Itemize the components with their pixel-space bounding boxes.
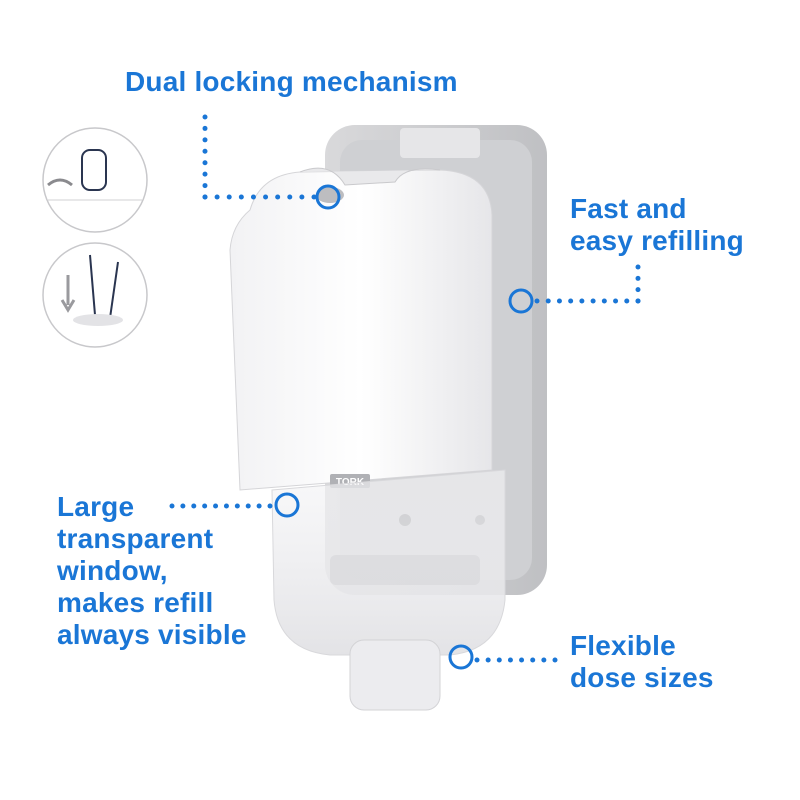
connector-dot bbox=[311, 194, 317, 200]
locking-marker bbox=[315, 184, 341, 210]
callout-refilling: Fast and easy refilling bbox=[570, 193, 744, 257]
connector-dot bbox=[202, 171, 208, 177]
brand-text: TORK bbox=[336, 477, 365, 488]
connector-dot bbox=[202, 160, 208, 166]
connector-dot bbox=[256, 503, 262, 509]
transparent-window bbox=[271, 469, 506, 656]
connector-dot bbox=[519, 657, 525, 663]
connector-dot bbox=[202, 114, 208, 120]
connector-dot bbox=[234, 503, 240, 509]
callout-dose: Flexible dose sizes bbox=[570, 630, 714, 694]
connector-dot bbox=[541, 657, 547, 663]
connector-dot bbox=[635, 298, 641, 304]
connector-dot bbox=[496, 657, 502, 663]
connector-dot bbox=[601, 298, 607, 304]
refilling-marker bbox=[508, 288, 534, 314]
connector-dot bbox=[635, 275, 641, 281]
connector-dot bbox=[267, 503, 273, 509]
nozzle bbox=[349, 639, 441, 711]
connector-dot bbox=[202, 125, 208, 131]
connector-dot bbox=[202, 503, 208, 509]
connector-dot bbox=[299, 194, 305, 200]
connector-dot bbox=[223, 503, 229, 509]
connector-dot bbox=[180, 503, 186, 509]
connector-dot bbox=[552, 657, 558, 663]
dose-marker bbox=[448, 644, 474, 670]
connector-dot bbox=[263, 194, 269, 200]
connector-dot bbox=[214, 194, 220, 200]
connector-dot bbox=[556, 298, 562, 304]
inset-press bbox=[42, 242, 148, 348]
connector-dot bbox=[191, 503, 197, 509]
connector-dot bbox=[287, 194, 293, 200]
connector-dot bbox=[579, 298, 585, 304]
connector-dot bbox=[202, 183, 208, 189]
window-marker bbox=[274, 492, 300, 518]
connector-dot bbox=[635, 287, 641, 293]
callout-text: transparent bbox=[57, 523, 214, 554]
connector-dot bbox=[545, 298, 551, 304]
callout-text: dose sizes bbox=[570, 662, 714, 693]
connector-dot bbox=[613, 298, 619, 304]
connector-dot bbox=[238, 194, 244, 200]
callout-text: Large bbox=[57, 491, 135, 522]
connector-dot bbox=[250, 194, 256, 200]
connector-dot bbox=[169, 503, 175, 509]
connector-dot bbox=[530, 657, 536, 663]
connector-dot bbox=[534, 298, 540, 304]
connector-dot bbox=[624, 298, 630, 304]
connector-dot bbox=[568, 298, 574, 304]
front-cover: TORK bbox=[229, 167, 493, 491]
callout-window: Large transparent window, makes refill a… bbox=[57, 491, 247, 651]
callout-text: makes refill bbox=[57, 587, 214, 618]
connector-dot bbox=[202, 148, 208, 154]
connector-dot bbox=[213, 503, 219, 509]
connector-dot bbox=[635, 264, 641, 270]
connector-dot bbox=[245, 503, 251, 509]
inset-unlock bbox=[42, 127, 148, 233]
connector-dot bbox=[474, 657, 480, 663]
callout-text: Dual locking mechanism bbox=[125, 66, 458, 97]
connector-dot bbox=[226, 194, 232, 200]
callout-text: Fast and bbox=[570, 193, 687, 224]
callout-text: window, bbox=[57, 555, 168, 586]
connector-dot bbox=[507, 657, 513, 663]
callout-locking: Dual locking mechanism bbox=[125, 66, 458, 98]
connector-dot bbox=[275, 194, 281, 200]
callout-text: Flexible bbox=[570, 630, 676, 661]
callout-text: always visible bbox=[57, 619, 247, 650]
connector-dot bbox=[590, 298, 596, 304]
connector-dot bbox=[202, 137, 208, 143]
connector-dot bbox=[485, 657, 491, 663]
connector-dot bbox=[202, 194, 208, 200]
callout-text: easy refilling bbox=[570, 225, 744, 256]
